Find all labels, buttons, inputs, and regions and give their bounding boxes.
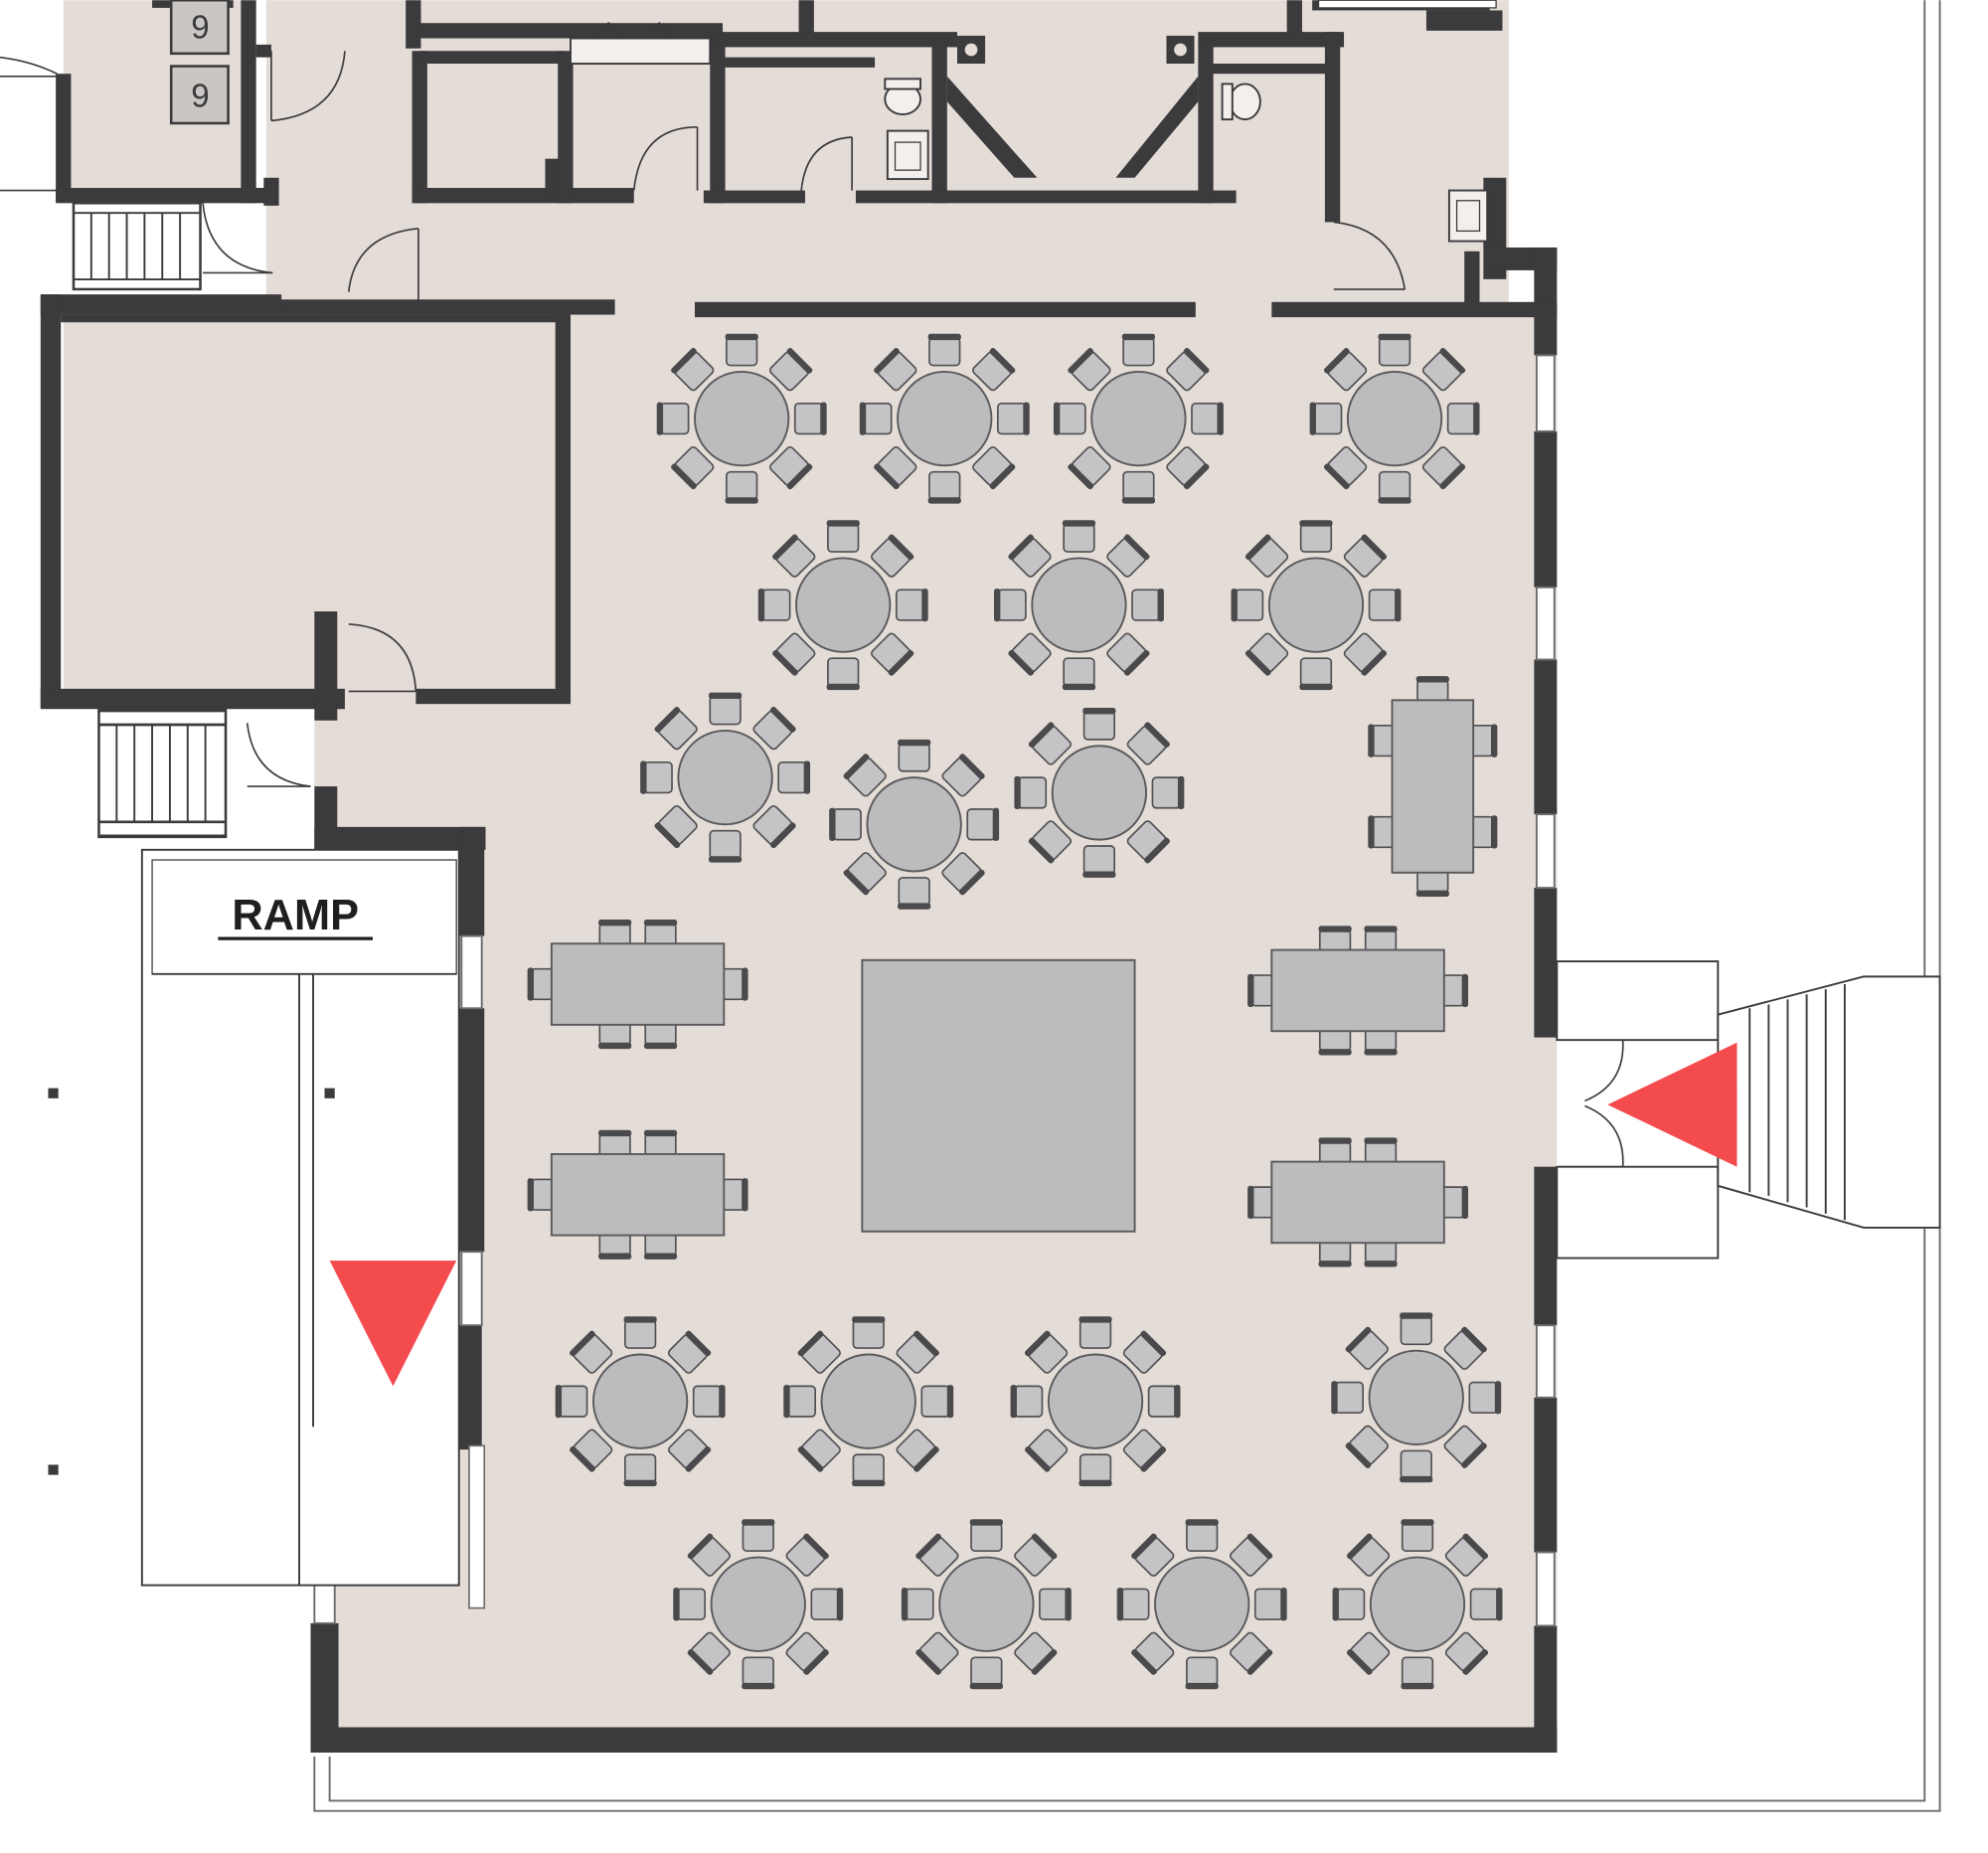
round-table — [657, 334, 827, 504]
round-table — [1054, 334, 1224, 504]
round-table — [829, 740, 999, 910]
windows — [313, 354, 1556, 1627]
svg-text:9: 9 — [191, 78, 209, 114]
east-stairs — [1556, 960, 1941, 1260]
round-table — [902, 1519, 1072, 1689]
round-table — [1333, 1519, 1503, 1689]
round-table — [556, 1316, 726, 1486]
site-outline — [313, 0, 1941, 1812]
round-table — [1011, 1316, 1181, 1486]
round-table — [783, 1316, 953, 1486]
walls — [40, 0, 1558, 1753]
round-table — [1014, 708, 1184, 878]
ramp: RAMP — [48, 848, 486, 1609]
svg-text:9: 9 — [191, 10, 209, 47]
fixtures: 9 9 — [169, 0, 1497, 243]
round-table — [1232, 520, 1402, 690]
round-table — [1310, 334, 1480, 504]
round-table — [758, 520, 928, 690]
entrance-marker-icon — [1607, 1042, 1738, 1167]
center-floor-area — [861, 958, 1136, 1233]
round-table — [1331, 1312, 1501, 1482]
round-table — [860, 334, 1030, 504]
round-table — [673, 1519, 843, 1689]
ramp-label: RAMP — [232, 892, 359, 939]
round-table — [640, 693, 810, 863]
entrance-marker-icon — [329, 1261, 457, 1387]
round-table — [1117, 1519, 1287, 1689]
round-table — [994, 520, 1164, 690]
